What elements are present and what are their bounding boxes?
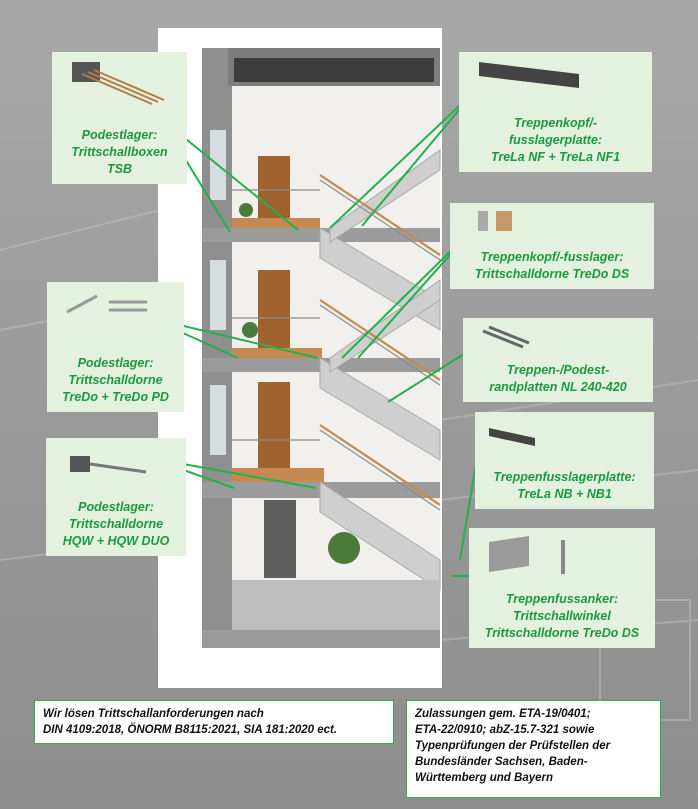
label-line: HQW + HQW DUO <box>62 534 170 548</box>
label-line: TreLa NB + NB1 <box>517 487 612 501</box>
label-line: Treppenfusslagerplatte: <box>493 470 636 484</box>
label-line: Treppenkopf/-fusslager: <box>480 250 624 264</box>
label-tredo-pd: Podestlager: Trittschalldorne TreDo + Tr… <box>47 282 184 412</box>
note-approvals: Zulassungen gem. ETA-19/0401; ETA-22/091… <box>406 700 661 798</box>
label-nl-randplatten: Treppen-/Podest- randplatten NL 240-420 <box>463 318 653 402</box>
product-thumbnail <box>463 317 653 362</box>
note-line: ETA-22/0910; abZ-15.7-321 sowie <box>415 724 595 736</box>
label-line: Podestlager: <box>77 356 154 370</box>
label-line: Podestlager: <box>81 128 158 142</box>
note-line: Wir lösen Trittschallanforderungen nach <box>43 708 264 720</box>
label-line: Treppenkopf/- <box>513 116 598 130</box>
label-line: Treppenfussanker: <box>505 592 619 606</box>
note-standards: Wir lösen Trittschallanforderungen nach … <box>34 700 394 744</box>
label-trela-nb: Treppenfusslagerplatte: TreLa NB + NB1 <box>475 412 654 509</box>
note-line: Bundesländer Sachsen, Baden- <box>415 756 588 768</box>
label-line: Trittschalldorne TreDo DS <box>484 626 640 640</box>
label-hqw: Podestlager: Trittschalldorne HQW + HQW … <box>46 438 186 556</box>
note-line: Typenprüfungen der Prüfstellen der <box>415 740 611 752</box>
product-thumbnail <box>47 282 184 355</box>
label-treppenfussanker: Treppenfussanker: Trittschallwinkel Trit… <box>469 528 655 648</box>
label-line: Trittschallwinkel <box>513 609 611 623</box>
label-line: Podestlager: <box>78 500 154 514</box>
product-thumbnail <box>450 203 654 249</box>
product-thumbnail <box>475 412 654 469</box>
label-line: Trittschallboxen <box>71 145 168 159</box>
label-line: TreDo + TreDo PD <box>62 390 169 404</box>
label-line: Trittschalldorne <box>68 373 163 387</box>
label-trittschallboxen-tsb: Podestlager: Trittschallboxen TSB <box>52 52 187 184</box>
note-line: Württemberg und Bayern <box>415 772 554 784</box>
note-line: DIN 4109:2018, ÖNORM B8115:2021, SIA 181… <box>43 724 338 736</box>
label-line: TSB <box>106 162 132 176</box>
label-line: Trittschalldorne <box>68 517 164 531</box>
label-line: fusslagerplatte: <box>508 133 603 147</box>
product-thumbnail <box>52 52 187 127</box>
label-trela-nf: Treppenkopf/- fusslagerplatte: TreLa NF … <box>459 52 652 172</box>
label-line: TreLa NF + TreLa NF1 <box>490 150 621 164</box>
product-thumbnail <box>469 526 655 591</box>
label-line: Treppen-/Podest- <box>506 363 610 377</box>
note-line: Zulassungen gem. ETA-19/0401; <box>415 708 591 720</box>
product-thumbnail <box>459 52 652 115</box>
product-thumbnail <box>46 438 186 499</box>
label-line: Trittschalldorne TreDo DS <box>474 267 630 281</box>
label-tredo-ds: Treppenkopf/-fusslager: Trittschalldorne… <box>450 203 654 289</box>
label-line: randplatten NL 240-420 <box>489 380 627 394</box>
